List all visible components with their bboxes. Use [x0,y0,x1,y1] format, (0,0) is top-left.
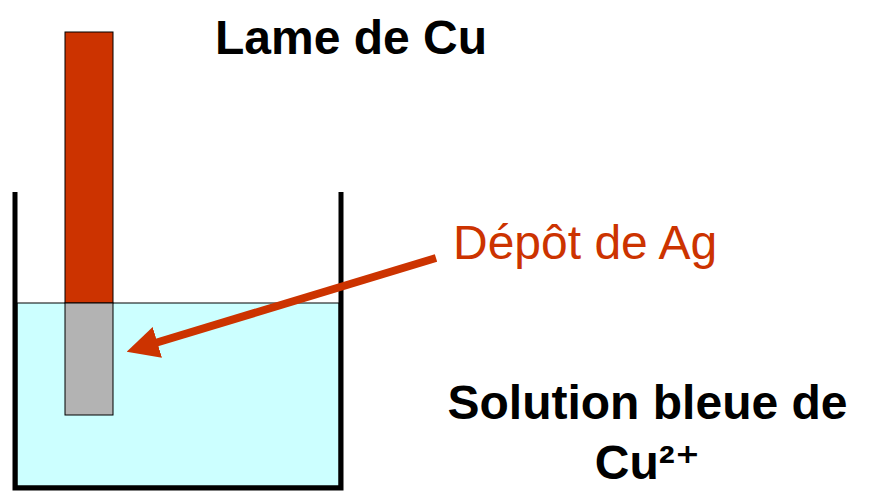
copper-strip [65,32,113,303]
silver-deposit [65,303,113,415]
deposit-label: Dépôt de Ag [453,213,873,273]
strip-label: Lame de Cu [215,8,635,68]
solution-label: Solution bleue de Cu²⁺ [420,373,875,493]
copper-solution [17,303,339,486]
leader-arrow [142,258,436,347]
